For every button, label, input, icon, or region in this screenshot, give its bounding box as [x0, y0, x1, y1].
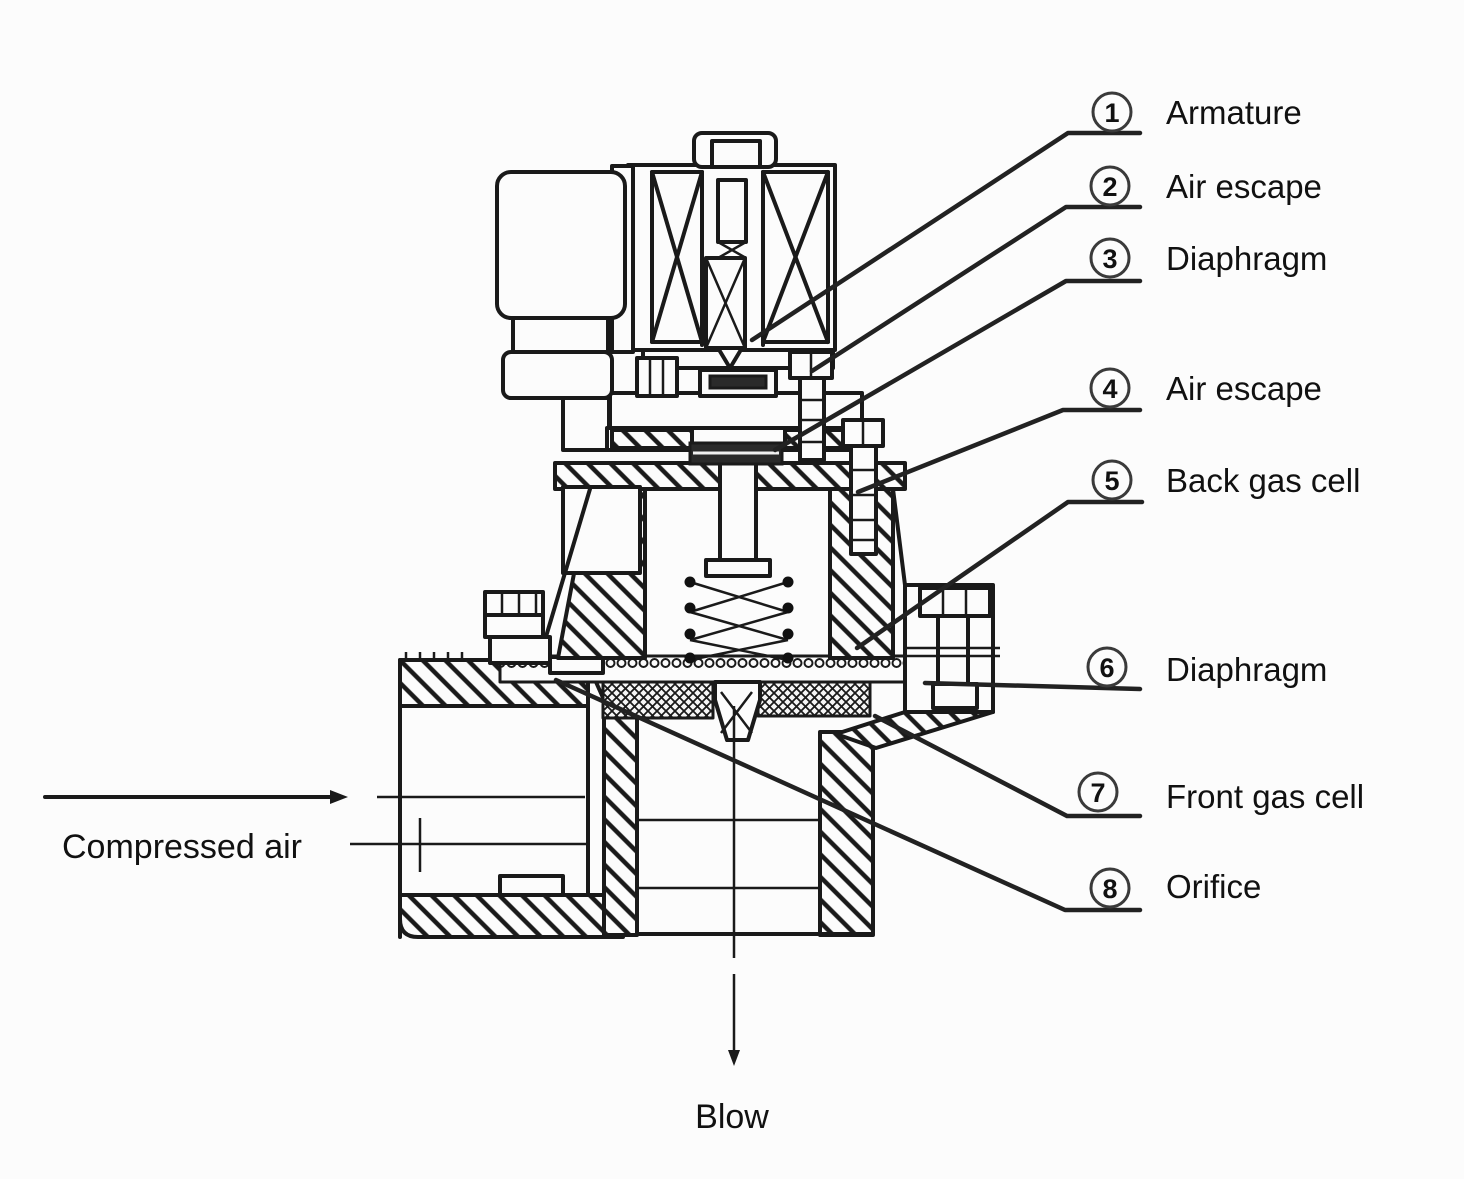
spring-seat-plate	[704, 558, 772, 578]
slotted-screw-left	[635, 356, 679, 398]
coil-winding-left	[650, 170, 704, 344]
part-number-badge	[1089, 237, 1131, 279]
leader-back-gas-cell	[854, 499, 1145, 651]
leader-diaphragm-3	[772, 278, 1143, 453]
part-number-badge	[1089, 165, 1131, 207]
part-number-badge	[1091, 459, 1133, 501]
blow-arrowhead	[728, 1050, 740, 1066]
solenoid-coil	[626, 131, 837, 370]
legend-item-2: 2 Air escape	[1089, 165, 1322, 207]
legend-item-5: 5 Back gas cell	[1091, 459, 1360, 501]
right-flange-bolt	[903, 583, 1000, 714]
armature	[700, 170, 765, 370]
pilot-stem	[718, 461, 758, 565]
part-number: 6	[1099, 653, 1114, 683]
diaphragm-pad-left	[601, 680, 715, 720]
connector-step	[511, 316, 610, 354]
leader-diaphragm-6	[922, 680, 1143, 692]
bolt-shank	[936, 614, 970, 688]
part-label: Diaphragm	[1166, 651, 1327, 688]
legend-item-4: 4 Air escape	[1089, 367, 1322, 409]
clamp-bracket	[488, 635, 552, 665]
part-label: Armature	[1166, 94, 1302, 131]
legend-item-8: 8 Orifice	[1089, 867, 1261, 909]
blow-label: Blow	[695, 1098, 769, 1136]
part-number-badge	[1089, 867, 1131, 909]
connector-body	[495, 170, 627, 320]
part-number-badge	[1091, 91, 1133, 133]
legend-item-7: 7 Front gas cell	[1077, 771, 1364, 815]
hex-bolt-head-left	[483, 590, 545, 617]
part-number: 7	[1090, 778, 1105, 808]
part-label: Orifice	[1166, 868, 1261, 905]
part-number: 2	[1102, 172, 1117, 202]
part-number: 1	[1104, 98, 1119, 128]
legend-item-1: 1 Armature	[1091, 91, 1302, 133]
part-number-badge	[1089, 367, 1131, 409]
diaphragm-pad-right	[756, 680, 872, 718]
part-number: 4	[1102, 374, 1117, 404]
part-label: Air escape	[1166, 168, 1322, 205]
legend-item-3: 3 Diaphragm	[1089, 237, 1327, 279]
hex-bolt-head-right	[918, 586, 992, 618]
part-label: Air escape	[1166, 370, 1322, 407]
legend: 1 Armature 2 Air escape 3 Diaphragm 4 Ai…	[1077, 91, 1364, 909]
part-label: Front gas cell	[1166, 778, 1364, 815]
main-diaphragm	[498, 654, 932, 742]
armature-tip	[716, 346, 744, 370]
core-channel	[716, 178, 748, 244]
part-label: Diaphragm	[1166, 240, 1327, 277]
main-spring	[684, 576, 794, 664]
armature-seat-bar	[708, 374, 768, 390]
din-connector	[495, 164, 635, 400]
compressed-air-label: Compressed air	[62, 828, 302, 866]
bonnet-right-slope	[891, 487, 907, 587]
thread-ticks	[404, 652, 464, 660]
vent-screw-lower	[841, 418, 885, 556]
pilot-left-step	[561, 396, 611, 452]
part-number-badge	[1086, 646, 1128, 688]
left-clamp-bolt	[483, 590, 552, 665]
part-number: 3	[1102, 244, 1117, 274]
part-number: 8	[1102, 874, 1117, 904]
bonnet-left-slope	[543, 487, 592, 642]
flow-annotations: Compressed air Blow	[43, 706, 769, 1136]
connector-base	[501, 350, 614, 400]
part-number-badge	[1077, 771, 1119, 813]
washer-lines	[906, 646, 1000, 658]
bolt-nut	[931, 682, 979, 710]
outlet-left-wall	[602, 698, 639, 937]
coil-winding-right	[761, 170, 830, 344]
leader-orifice	[553, 677, 1143, 913]
blow-axis	[728, 706, 740, 1066]
leader-air-escape-2	[809, 204, 1143, 374]
leader-air-escape-4	[855, 407, 1143, 495]
bonnet-left-block	[561, 485, 642, 575]
outlet-right-wall	[818, 730, 875, 937]
legend-item-6: 6 Diaphragm	[1086, 646, 1327, 688]
bore-step	[498, 874, 565, 897]
plug-cross	[720, 691, 753, 734]
part-number: 5	[1104, 466, 1119, 496]
bottom-flange	[398, 893, 625, 939]
leader-lines	[553, 130, 1145, 913]
valve-body	[350, 652, 995, 939]
vent-screw-upper	[788, 350, 834, 462]
pilot-hatch-left	[610, 428, 694, 450]
leader-front-gas-cell	[872, 713, 1143, 819]
coil-top-cap	[692, 131, 778, 169]
compressed-air-arrowhead	[330, 790, 348, 804]
bonnet	[483, 461, 1000, 714]
part-label: Back gas cell	[1166, 462, 1360, 499]
leader-armature	[749, 130, 1143, 343]
